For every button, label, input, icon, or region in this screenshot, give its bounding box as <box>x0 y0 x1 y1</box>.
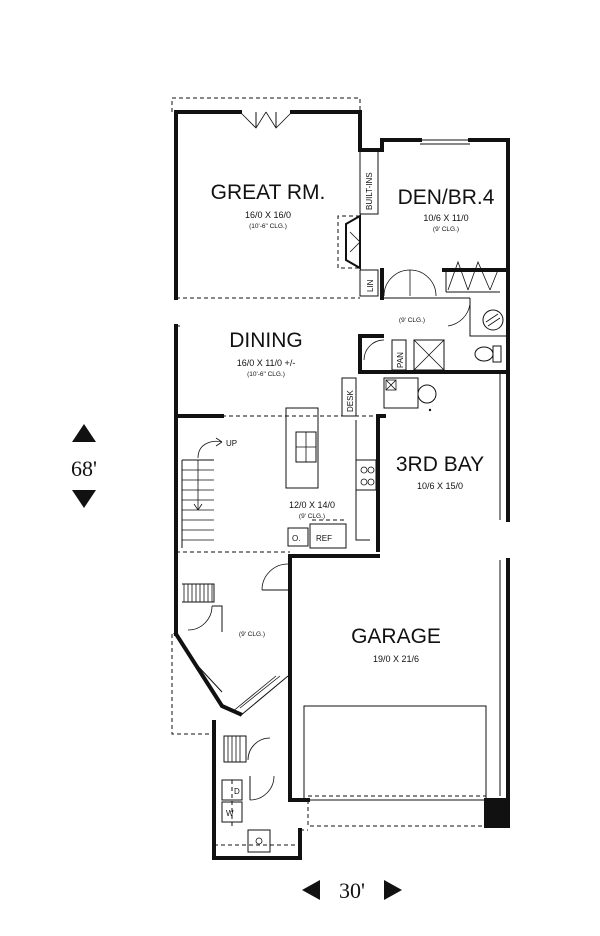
oven-label: O. <box>292 534 300 543</box>
linen-label: LIN <box>366 279 375 292</box>
dining-size: 16/0 X 11/0 +/- <box>237 358 296 368</box>
dashed-lines <box>171 215 486 846</box>
exterior-walls <box>171 97 510 860</box>
kitchen-size: 12/0 X 14/0 <box>289 500 335 510</box>
third-bay-name: 3RD BAY <box>396 453 484 476</box>
entry: (9' CLG.) <box>187 563 289 717</box>
width-dimension: 30' <box>302 878 402 903</box>
dryer-label: D <box>234 787 240 796</box>
depth-dimension: 68' <box>71 424 97 508</box>
den: DEN/BR.4 10/6 X 11/0 (9' CLG.) <box>383 139 500 297</box>
dining: DINING 16/0 X 11/0 +/- (10'-6" CLG.) DES… <box>176 325 437 417</box>
bathroom: PAN (9' CLG.) <box>363 297 508 371</box>
garage: 3RD BAY 10/6 X 15/0 GARAGE 19/0 X 21/6 <box>303 372 501 801</box>
stairs: UP <box>181 437 237 603</box>
great-room-name: GREAT RM. <box>211 181 326 204</box>
dining-name: DINING <box>229 329 303 352</box>
arrow-up-icon <box>72 424 96 442</box>
stairs-up-label: UP <box>226 439 237 448</box>
entry-ceiling: (9' CLG.) <box>239 631 265 638</box>
arrow-right-icon <box>384 880 402 900</box>
built-ins-label: BUILT-INS <box>365 172 374 210</box>
den-name: DEN/BR.4 <box>398 186 495 209</box>
washer-label: W <box>226 809 234 818</box>
third-bay-size: 10/6 X 15/0 <box>417 481 463 491</box>
depth-label: 68' <box>71 456 97 481</box>
laundry: D W <box>221 735 275 853</box>
garage-name: GARAGE <box>351 625 441 648</box>
great-room-ceiling: (10'-6" CLG.) <box>249 223 287 230</box>
refrigerator-label: REF <box>316 534 332 543</box>
hall-ceiling: (9' CLG.) <box>399 317 425 324</box>
garage-size: 19/0 X 21/6 <box>373 654 419 664</box>
dining-ceiling: (10'-6" CLG.) <box>247 371 285 378</box>
kitchen: O. REF 12/0 X 14/0 (9' CLG.) <box>285 407 377 549</box>
desk-label: DESK <box>346 390 355 412</box>
arrow-down-icon <box>72 490 96 508</box>
pantry-label: PAN <box>396 352 405 368</box>
great-room-size: 16/0 X 16/0 <box>245 210 291 220</box>
great-room: BUILT-INS LIN GREAT RM. 16/0 X 16/0 (10'… <box>211 111 379 297</box>
arrow-left-icon <box>302 880 320 900</box>
width-label: 30' <box>339 878 365 903</box>
den-size: 10/6 X 11/0 <box>423 213 468 223</box>
den-ceiling: (9' CLG.) <box>433 226 459 233</box>
kitchen-ceiling: (9' CLG.) <box>299 513 325 520</box>
